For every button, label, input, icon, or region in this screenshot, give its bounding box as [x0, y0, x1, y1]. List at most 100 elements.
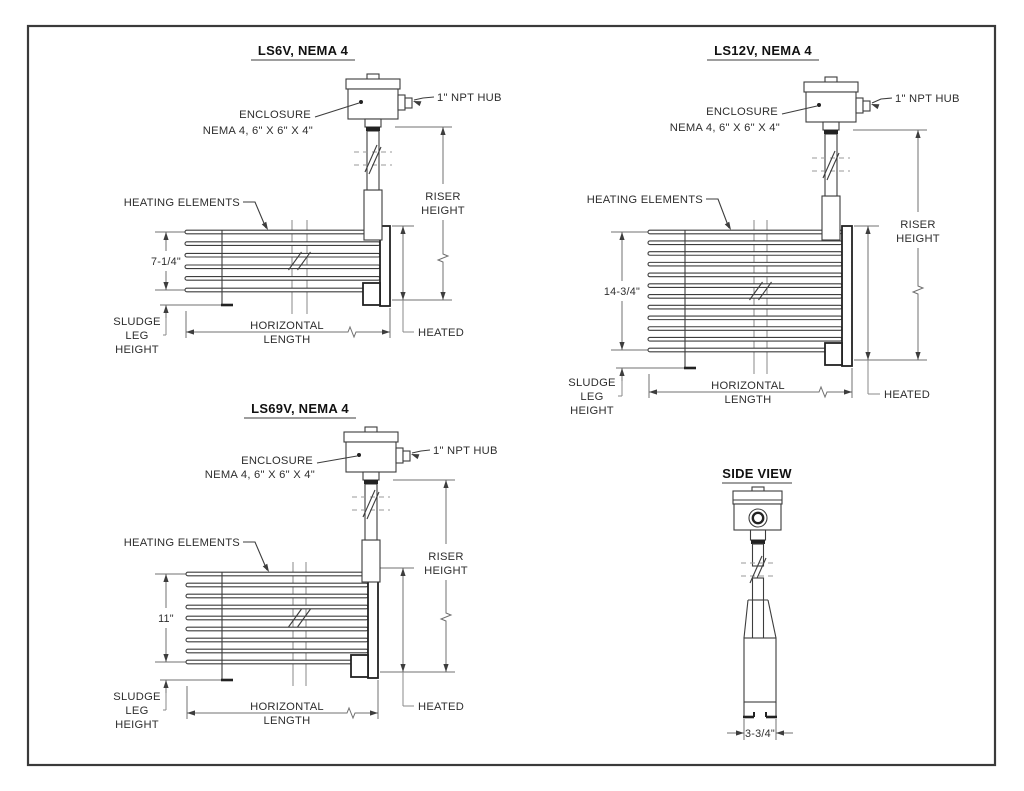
riser-pipe-lower	[363, 189, 383, 241]
enclosure-neck	[364, 118, 382, 128]
enclosure-leader	[316, 455, 358, 464]
heating-element	[647, 283, 843, 288]
heating-element	[184, 276, 381, 281]
arrowhead-icon	[443, 480, 449, 488]
npt-hub-arrow-icon	[871, 104, 880, 110]
heating-element	[184, 252, 381, 258]
view-title: SIDE VIEW	[722, 466, 792, 481]
flare-side	[743, 599, 749, 639]
npt-hub-leader	[411, 449, 431, 454]
heating-elements-arrow-icon	[724, 221, 731, 230]
label-heating-elements: HEATING ELEMENTS	[124, 197, 240, 209]
npt-hub-outer	[862, 100, 871, 112]
riser-pipe-upper	[366, 130, 380, 191]
enclosure-leader-dot	[359, 100, 363, 104]
label-enclosure: ENCLOSURE	[241, 455, 313, 467]
arrowhead-icon	[382, 329, 390, 335]
arrowhead-icon	[844, 389, 852, 395]
label-heated: HEATED	[418, 327, 464, 339]
enclosure-neck	[749, 529, 767, 541]
heating-element	[185, 637, 369, 643]
heating-element	[647, 315, 843, 321]
npt-hub-outer	[402, 450, 411, 462]
npt-hub-leader	[413, 96, 435, 101]
pipe-collar	[364, 480, 378, 484]
pipe-collar	[366, 127, 380, 131]
npt-hub	[395, 447, 404, 464]
arrowhead-icon	[400, 292, 406, 300]
break-slash-icon	[749, 281, 763, 301]
element-plate	[841, 225, 853, 367]
heating-element	[647, 229, 843, 235]
arrowhead-icon	[865, 352, 871, 360]
enclosure-neck	[362, 471, 380, 481]
break-slash-icon	[288, 251, 302, 271]
label-enclosure-spec: NEMA 4, 6" X 6" X 4"	[203, 125, 313, 137]
arrowhead-icon	[443, 664, 449, 672]
label-heating-elements: HEATING ELEMENTS	[124, 537, 240, 549]
label-enclosure-spec: NEMA 4, 6" X 6" X 4"	[670, 122, 780, 134]
heating-element	[647, 304, 843, 310]
label-horizontal-length: LENGTH	[264, 715, 311, 727]
arrowhead-icon	[619, 232, 625, 240]
arrowhead-icon	[400, 664, 406, 672]
arrowhead-icon	[440, 292, 446, 300]
riser-pipe-upper	[364, 483, 378, 541]
break-slash-icon	[297, 608, 311, 628]
label-riser-height: RISER	[428, 551, 463, 563]
heating-element	[647, 347, 843, 353]
pipe-break-slash-icon	[366, 491, 380, 520]
arrowhead-icon	[186, 329, 194, 335]
riser-pipe-upper	[824, 133, 838, 197]
break-zigzag-icon	[341, 706, 361, 720]
label-riser-height: RISER	[900, 219, 935, 231]
npt-hub-arrow-icon	[411, 454, 420, 460]
label-sludge-leg: LEG	[125, 330, 148, 342]
arrowhead-icon	[619, 368, 625, 376]
heating-element	[184, 287, 381, 293]
riser-pipe	[751, 577, 765, 601]
npt-hub-leader	[871, 97, 893, 104]
label-horizontal-length: LENGTH	[725, 394, 772, 406]
pipe-break-slash-icon	[368, 146, 382, 175]
heating-element	[185, 582, 369, 588]
heating-element	[185, 648, 369, 654]
heating-element	[647, 294, 843, 299]
heating-element	[184, 264, 381, 270]
label-heated: HEATED	[884, 389, 930, 401]
label-riser-height: HEIGHT	[424, 565, 468, 577]
npt-hub	[855, 97, 864, 114]
break-slash-icon	[297, 251, 311, 271]
break-zigzag-icon	[439, 607, 453, 627]
arrowhead-icon	[400, 568, 406, 576]
heating-element	[647, 261, 843, 267]
arrowhead-icon	[163, 232, 169, 240]
label-heated: HEATED	[418, 701, 464, 713]
dim-bundle-height-text: 7-1/4"	[151, 256, 181, 268]
arrowhead-icon	[163, 282, 169, 290]
pipe-collar	[751, 540, 765, 544]
label-heating-elements: HEATING ELEMENTS	[587, 194, 703, 206]
heating-elements-leader	[706, 198, 730, 229]
view-title: LS12V, NEMA 4	[714, 43, 812, 58]
enclosure-leader	[314, 102, 360, 118]
body-outline	[743, 637, 777, 703]
label-enclosure: ENCLOSURE	[239, 109, 311, 121]
arrowhead-icon	[163, 654, 169, 662]
label-sludge-leg: SLUDGE	[113, 316, 161, 328]
arrowhead-icon	[865, 226, 871, 234]
pipe-break-slash-icon	[362, 489, 376, 518]
label-riser-height: HEIGHT	[896, 233, 940, 245]
label-horizontal-length: LENGTH	[264, 334, 311, 346]
arrowhead-icon	[163, 574, 169, 582]
heating-elements-arrow-icon	[261, 221, 268, 230]
break-zigzag-icon	[813, 385, 833, 399]
arrowhead-icon	[776, 730, 784, 736]
heating-element	[647, 336, 843, 342]
label-horizontal-length: HORIZONTAL	[250, 320, 324, 332]
pipe-collar	[824, 130, 838, 134]
bottom-stub	[350, 654, 369, 678]
label-sludge-leg: LEG	[125, 705, 148, 717]
heating-element	[647, 251, 843, 256]
